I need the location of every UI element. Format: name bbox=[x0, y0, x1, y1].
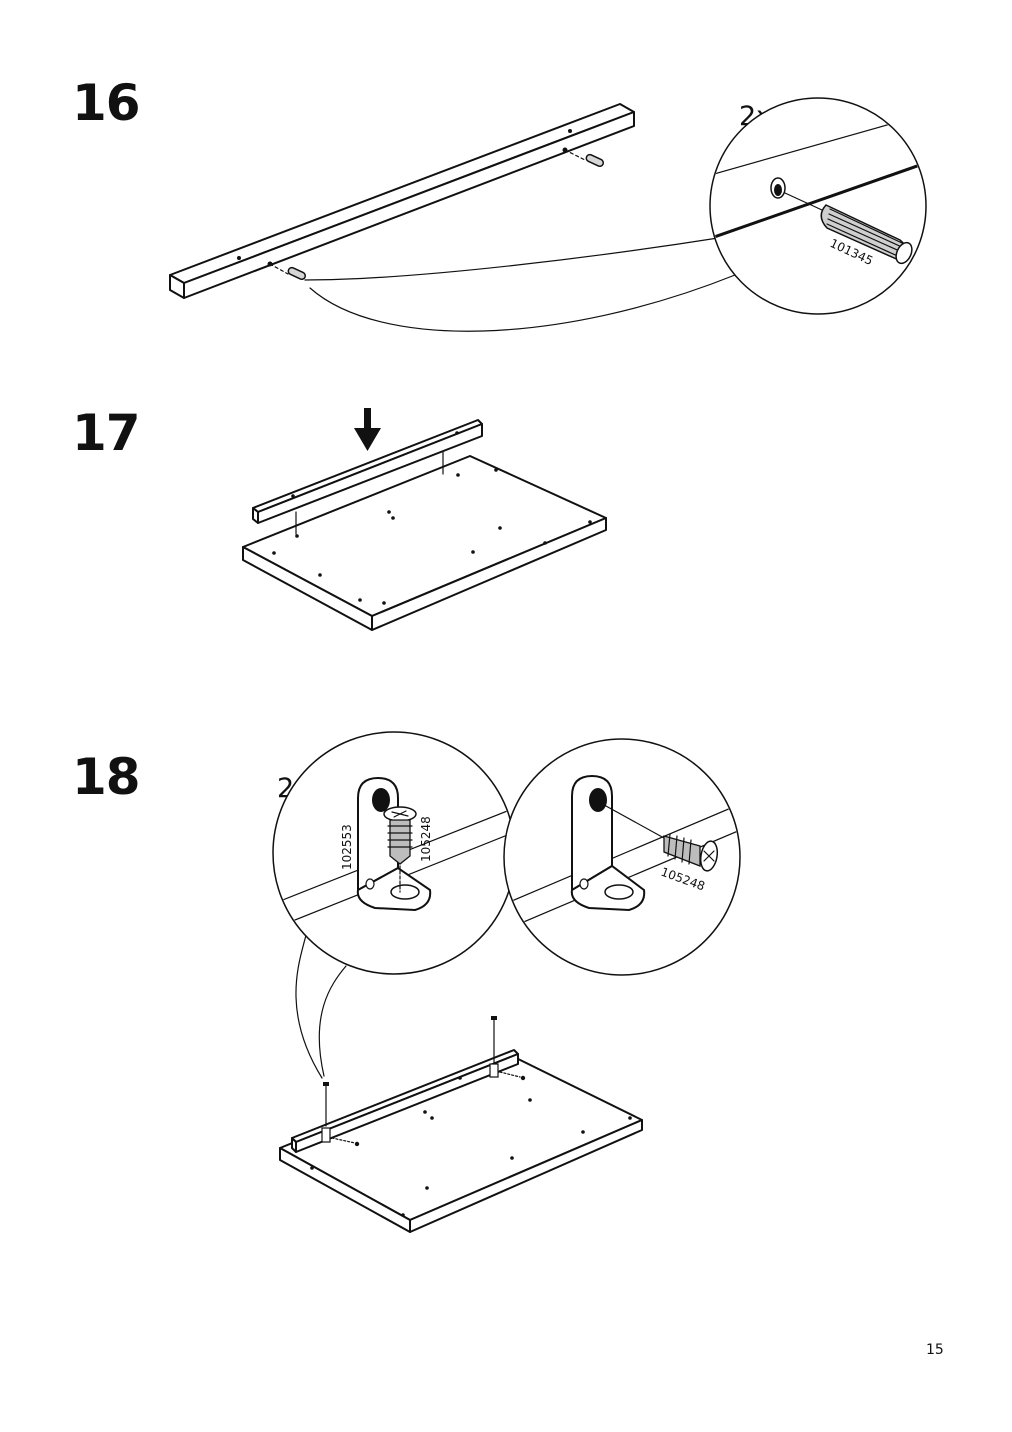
angle-bracket-icon bbox=[570, 774, 646, 912]
step-16-callout-tail-upper bbox=[304, 237, 719, 281]
step-17-number: 17 bbox=[72, 404, 141, 462]
part-number-105248-left: 105248 bbox=[419, 816, 433, 862]
step-18-assembly bbox=[279, 1016, 643, 1233]
down-arrow-icon bbox=[354, 408, 381, 451]
angle-bracket-icon bbox=[489, 1063, 499, 1078]
step-18-detail-bubble-left: 102553 105248 bbox=[272, 731, 516, 975]
angle-bracket-icon bbox=[356, 776, 432, 912]
angle-bracket-icon bbox=[321, 1127, 331, 1143]
step-16-number: 16 bbox=[72, 74, 141, 132]
part-number-102553: 102553 bbox=[340, 824, 354, 870]
fluted-dowel-icon bbox=[820, 204, 913, 265]
step-17-rail bbox=[252, 419, 483, 524]
screw-icon bbox=[383, 806, 417, 893]
step-18-callout-tail-left bbox=[295, 934, 323, 1079]
screw-icon bbox=[354, 1141, 360, 1147]
dowel-icon bbox=[269, 263, 307, 281]
page-number: 15 bbox=[926, 1342, 944, 1358]
step-17-panel bbox=[242, 455, 607, 631]
step-18-callout-tail-right bbox=[318, 965, 347, 1077]
step-18-number: 18 bbox=[72, 748, 141, 806]
dowel-icon bbox=[564, 149, 605, 168]
step-16-detail-bubble: 101345 bbox=[709, 97, 927, 315]
step-16-callout-tail-lower bbox=[309, 274, 736, 332]
screw-icon bbox=[520, 1075, 526, 1081]
step-18-detail-bubble-right: 105248 bbox=[503, 738, 741, 976]
step-16-rail bbox=[169, 103, 635, 299]
screw-icon bbox=[663, 833, 719, 872]
